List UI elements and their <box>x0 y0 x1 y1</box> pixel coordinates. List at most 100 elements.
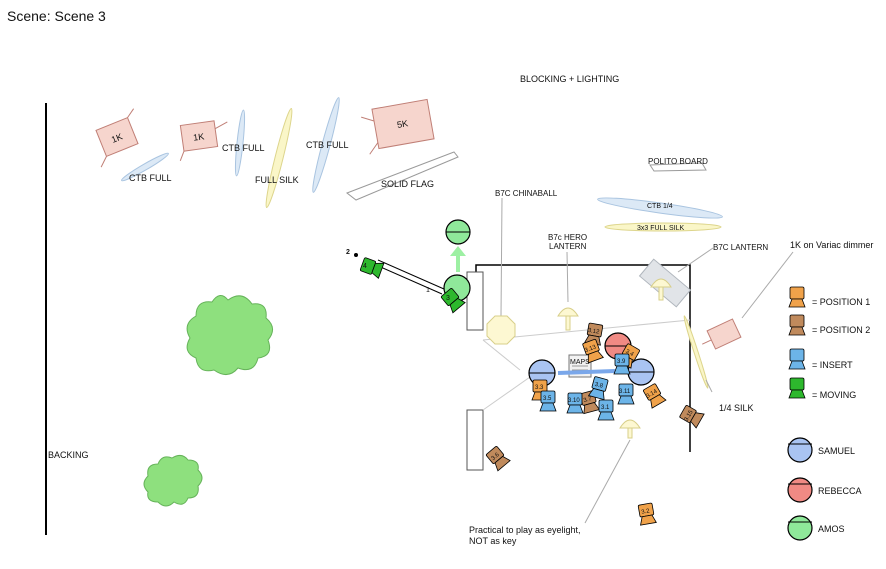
hero-lantern-pointer <box>566 251 569 303</box>
legend-rebecca-icon <box>787 477 813 503</box>
legend-samuel-label: SAMUEL <box>818 446 855 456</box>
ctb-gel-a <box>121 152 169 182</box>
practical-note-2: NOT as key <box>469 536 517 546</box>
b7c-lantern-icon <box>650 278 672 301</box>
svg-text:3.1: 3.1 <box>601 405 610 411</box>
full-silk-label: FULL SILK <box>255 175 299 185</box>
practical-lantern-icon <box>619 419 641 439</box>
camera-mark-3.14: 3.14 <box>641 382 667 409</box>
practical-pointer <box>584 439 631 524</box>
practical-note-1: Practical to play as eyelight, <box>469 525 581 535</box>
camera-mark-3.12: 3.12 <box>584 322 605 346</box>
scene-title: Scene: Scene 3 <box>7 8 106 24</box>
quarter-silk <box>683 315 709 389</box>
sightline <box>482 339 521 371</box>
camera-mark-3.10: 3.10 <box>566 392 584 414</box>
dolly-track <box>377 259 445 290</box>
ctb-quarter-gel <box>597 197 723 219</box>
polito-board-label: POLITO BOARD <box>648 157 708 166</box>
chinaball <box>486 315 516 345</box>
flat-upper <box>466 271 484 331</box>
actor-eyeline <box>557 369 616 375</box>
legend-position2-icon <box>788 314 806 336</box>
backing-label: BACKING <box>48 450 89 460</box>
svg-text:3.11: 3.11 <box>619 389 631 395</box>
camera-mark-3.13: 3.13 <box>580 338 604 364</box>
svg-text:3.9: 3.9 <box>617 359 626 365</box>
svg-text:3.15: 3.15 <box>684 409 695 423</box>
camera-mark-3.11: 3.11 <box>617 383 635 405</box>
b7c-lantern-label: B7C LANTERN <box>713 243 768 252</box>
camera-mark-3.15: 3.15 <box>678 403 705 429</box>
move-mark-1: 1 <box>426 287 430 294</box>
ctb-quarter-label: CTB 1/4 <box>647 203 673 210</box>
camera-mark-3.7: 3.7 <box>578 389 600 415</box>
legend-amos-label: AMOS <box>818 524 845 534</box>
camera-mark-3.8: 3.8 <box>588 375 610 401</box>
camera-mark-3.6: 3.6 <box>484 444 511 472</box>
move-mark-3: 3 <box>446 295 450 302</box>
lamp-1k-b: 1K <box>179 120 228 162</box>
lamp-1k-a: 1K <box>95 108 139 168</box>
svg-text:3.13: 3.13 <box>584 344 598 354</box>
lamp-5k: 5K <box>361 98 435 155</box>
tree-large <box>186 295 273 375</box>
silk-3x3-label: 3x3 FULL SILK <box>637 225 685 232</box>
amos-move-arrowhead <box>450 246 466 256</box>
hero-lantern-label-2: LANTERN <box>549 242 587 251</box>
svg-text:3.2: 3.2 <box>641 508 651 515</box>
ctb-full-a-label: CTB FULL <box>129 173 172 183</box>
solid-flag-label: SOLID FLAG <box>381 179 434 189</box>
svg-text:3.7: 3.7 <box>583 396 593 404</box>
tree-small <box>143 454 203 507</box>
quarter-silk-label: 1/4 SILK <box>719 403 754 413</box>
legend-moving-label: = MOVING <box>812 390 856 400</box>
variac-pointer <box>741 251 794 319</box>
full-silk-frame <box>265 108 293 208</box>
chinaball-label: B7C CHINABALL <box>495 189 558 198</box>
legend-rebecca-label: REBECCA <box>818 486 862 496</box>
b7c-lantern-pointer <box>677 247 714 273</box>
dolly-track <box>375 264 443 295</box>
camera-mark-3.5: 3.5 <box>539 390 557 412</box>
ctb-gel-c <box>312 97 340 193</box>
legend-insert-icon <box>788 348 806 370</box>
move-mark-4: 4 <box>363 263 367 270</box>
legend-position1-label: = POSITION 1 <box>812 297 870 307</box>
svg-text:3.5: 3.5 <box>543 396 552 402</box>
camera-mark-3.2: 3.2 <box>636 502 657 526</box>
svg-text:3.12: 3.12 <box>587 328 600 336</box>
legend-position1-icon <box>788 286 806 308</box>
camera-mark-3.3: 3.3 <box>531 379 549 401</box>
legend-samuel-icon <box>787 437 813 463</box>
camera-mark-3.9: 3.9 <box>613 353 631 375</box>
quarter-silk-pointer <box>705 379 713 393</box>
sightline <box>482 319 691 341</box>
diagram-heading: BLOCKING + LIGHTING <box>520 74 619 84</box>
svg-text:3.10: 3.10 <box>568 398 580 404</box>
ctb-gel-b <box>234 109 246 177</box>
legend-insert-label: = INSERT <box>812 360 853 370</box>
ctb-full-c-label: CTB FULL <box>306 140 349 150</box>
solid-flag <box>345 151 459 201</box>
svg-text:3.8: 3.8 <box>594 382 604 390</box>
ctb-full-b-label: CTB FULL <box>222 143 265 153</box>
chinaball-pointer <box>500 197 503 317</box>
hero-lantern-icon <box>557 307 579 331</box>
variac-1k-label: 1K on Variac dimmer <box>790 240 873 250</box>
legend-position2-label: = POSITION 2 <box>812 325 870 335</box>
lamp-1k-a-label: 1K <box>110 131 124 144</box>
hero-lantern-label-1: B7c HERO <box>548 233 587 242</box>
silk-3x3 <box>604 222 722 232</box>
lamp-5k-label: 5K <box>396 118 409 130</box>
legend-moving-icon <box>788 377 806 399</box>
flat-lower <box>466 409 484 471</box>
camera-mark-3.4: 3.4 <box>616 342 642 369</box>
svg-text:3.3: 3.3 <box>535 385 544 391</box>
svg-text:3.6: 3.6 <box>491 452 502 462</box>
polito-board <box>649 162 707 172</box>
dolly-point-2 <box>354 253 358 257</box>
move-mark-2: 2 <box>346 249 350 256</box>
lamp-1k-variac <box>702 318 742 350</box>
